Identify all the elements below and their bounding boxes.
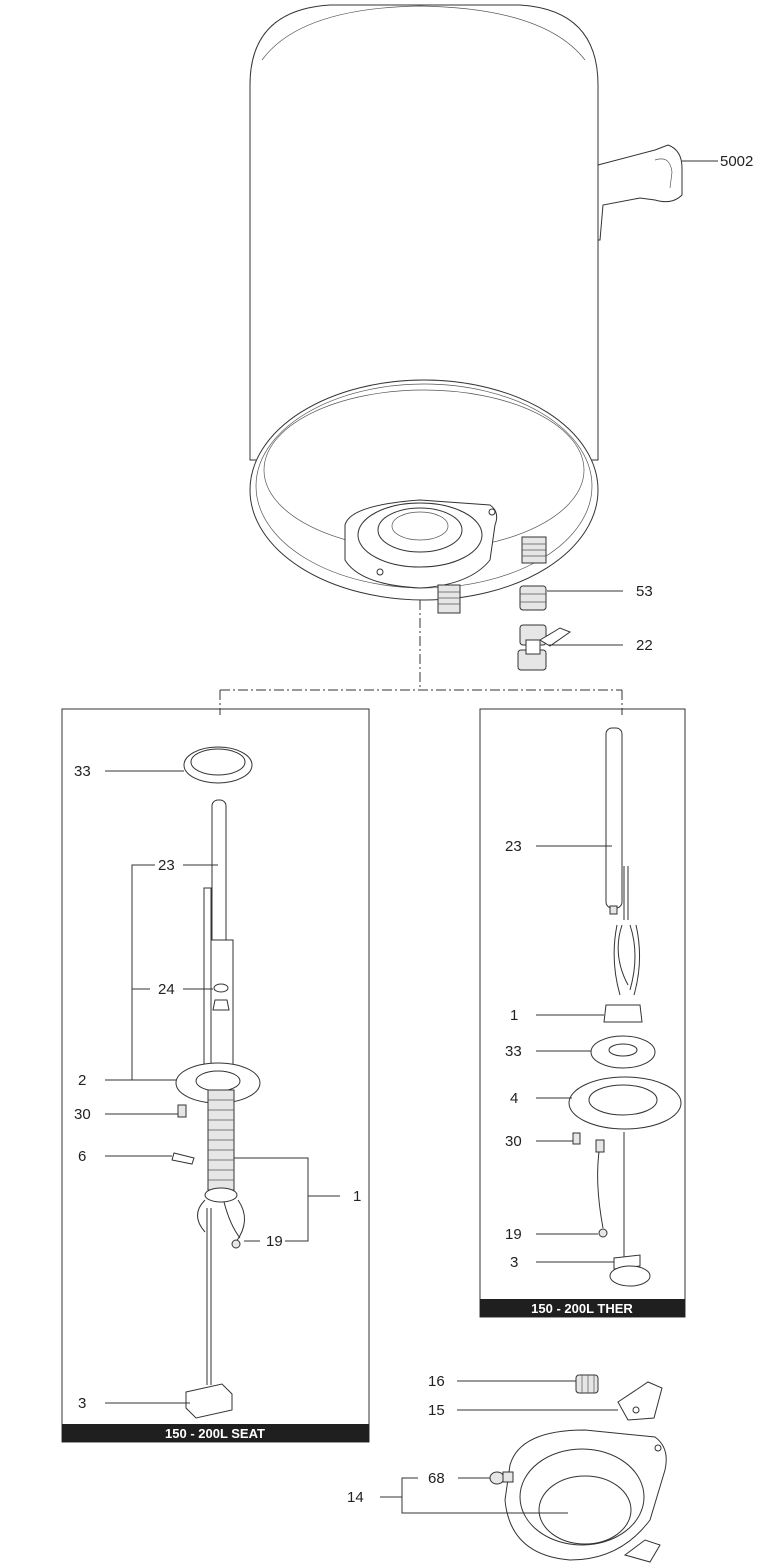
callout-22: 22: [636, 637, 653, 654]
callout-left-23: 23: [158, 857, 175, 874]
callout-bottom-14: 14: [347, 1489, 364, 1506]
callout-left-3: 3: [78, 1395, 86, 1412]
wall-bracket-part: [597, 144, 683, 241]
callout-left-24: 24: [158, 981, 175, 998]
panel-ther-title: 150 - 200L THER: [531, 1301, 633, 1316]
callout-left-6: 6: [78, 1148, 86, 1165]
callout-right-3: 3: [510, 1254, 518, 1271]
callout-53: 53: [636, 583, 653, 600]
callout-right-33: 33: [505, 1043, 522, 1060]
nipple-part-53: [519, 585, 547, 611]
panel-seat-title: 150 - 200L SEAT: [165, 1426, 265, 1441]
connector-line: [219, 600, 623, 715]
callout-left-1: 1: [353, 1188, 361, 1205]
callout-left-33: 33: [74, 763, 91, 780]
callout-right-19: 19: [505, 1226, 522, 1243]
callout-right-23: 23: [505, 838, 522, 855]
callout-bottom-15: 15: [428, 1402, 445, 1419]
cable-gland-part-16: [575, 1374, 599, 1394]
callout-left-30: 30: [74, 1106, 91, 1123]
callout-5002: 5002: [720, 153, 753, 170]
callout-left-2: 2: [78, 1072, 86, 1089]
cover-part-14: [504, 1429, 667, 1563]
callout-bottom-16: 16: [428, 1373, 445, 1390]
panel-seat: [61, 708, 370, 1443]
callout-left-19: 19: [266, 1233, 283, 1250]
knob-part-68: [489, 1471, 514, 1485]
water-heater-tank: [249, 4, 599, 614]
callout-bottom-68: 68: [428, 1470, 445, 1487]
callout-right-4: 4: [510, 1090, 518, 1107]
safety-valve-part-22: [517, 624, 572, 671]
panel-ther: [479, 708, 686, 1318]
callout-right-30: 30: [505, 1133, 522, 1150]
callout-right-1: 1: [510, 1007, 518, 1024]
